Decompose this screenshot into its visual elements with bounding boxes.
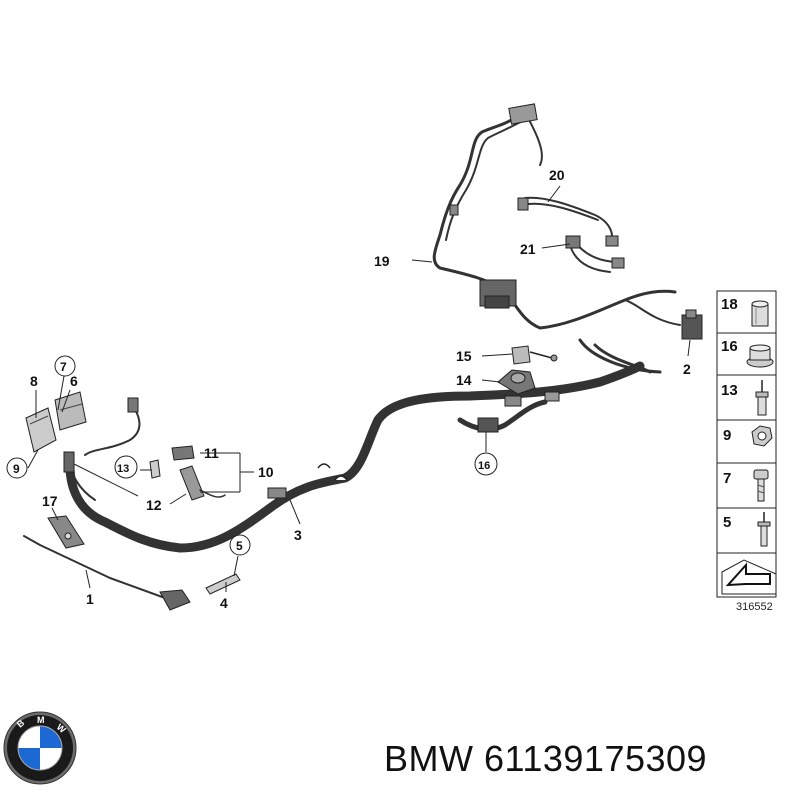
arrow-indicator-icon xyxy=(721,559,777,595)
callout-8: 8 xyxy=(30,373,38,389)
panel-label-16: 16 xyxy=(721,338,738,355)
hex-nut-icon xyxy=(751,425,773,447)
callout-circle-16 xyxy=(474,452,498,476)
callout-2: 2 xyxy=(683,361,691,377)
part-15-grommet xyxy=(511,345,558,365)
callout-20: 20 xyxy=(549,167,565,183)
ground-cable-1 xyxy=(23,535,191,611)
part-12-bracket xyxy=(179,465,226,501)
callout-17: 17 xyxy=(42,493,58,509)
callout-circle-5 xyxy=(229,534,251,556)
wiring-harness-19 xyxy=(432,103,681,330)
panel-label-13: 13 xyxy=(721,382,738,399)
callout-labels: 19 20 21 15 14 2 3 1 4 17 8 6 11 10 12 7… xyxy=(6,167,691,611)
cable-part-21 xyxy=(565,235,625,273)
callout-circle-9 xyxy=(6,457,28,479)
screw-icon xyxy=(753,469,769,502)
main-battery-cable xyxy=(65,361,645,553)
callout-1: 1 xyxy=(86,591,94,607)
callout-21: 21 xyxy=(520,241,536,257)
callout-9: 9 xyxy=(13,462,20,476)
positive-cable-2 xyxy=(578,309,703,374)
callout-16: 16 xyxy=(478,460,490,472)
panel-label-5: 5 xyxy=(723,514,731,531)
part-13-rivet-bracket xyxy=(149,459,161,479)
part-6-module xyxy=(54,391,87,431)
leader-lines xyxy=(27,185,691,592)
callout-10: 10 xyxy=(258,464,274,480)
rivet-icon xyxy=(757,512,771,547)
panel-label-7: 7 xyxy=(723,470,731,487)
callout-circle-13 xyxy=(114,455,138,479)
flange-nut-icon xyxy=(746,344,774,368)
callout-5: 5 xyxy=(236,539,243,553)
caption-part-number: 61139175309 xyxy=(484,738,708,779)
part-11-sensor xyxy=(171,445,195,461)
caption-brand: BMW xyxy=(384,738,474,779)
logo-text-b: B xyxy=(15,717,27,729)
side-parts-panel: 18 16 13 9 7 xyxy=(716,290,777,598)
callout-12: 12 xyxy=(146,497,162,513)
panel-label-9: 9 xyxy=(723,427,731,444)
part-17-plate xyxy=(47,515,85,549)
cable-part-20 xyxy=(517,196,619,247)
callout-4: 4 xyxy=(220,595,228,611)
callout-14: 14 xyxy=(456,372,472,388)
callout-19: 19 xyxy=(374,253,390,269)
logo-text-m: M xyxy=(37,715,45,725)
part-8-bracket xyxy=(25,407,57,453)
callout-3: 3 xyxy=(294,527,302,543)
callout-15: 15 xyxy=(456,348,472,364)
panel-label-18: 18 xyxy=(721,296,738,313)
callout-11: 11 xyxy=(204,445,219,461)
bmw-logo: B M W xyxy=(3,711,77,785)
part-14-holder xyxy=(497,369,536,395)
callout-circle-7 xyxy=(54,355,76,377)
left-harness xyxy=(63,397,141,501)
callout-7: 7 xyxy=(60,360,67,374)
callout-6: 6 xyxy=(70,373,78,389)
part-caption: BMW 61139175309 xyxy=(384,738,707,780)
blind-rivet-icon xyxy=(755,380,769,416)
callout-13: 13 xyxy=(117,463,129,475)
part-4-strip xyxy=(205,573,241,595)
reference-number: 316552 xyxy=(736,601,773,613)
sleeve-nut-icon xyxy=(751,300,769,327)
